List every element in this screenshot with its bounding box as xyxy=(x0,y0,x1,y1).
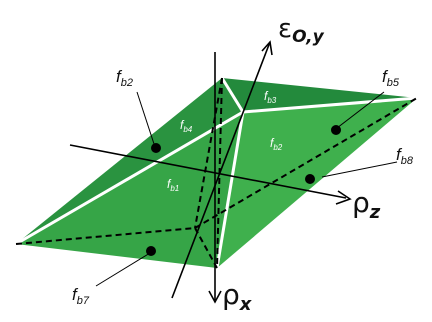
axes xyxy=(69,41,347,300)
epsilon-axis-label: εO,y xyxy=(278,14,325,47)
fb2-callout-label: fb2 xyxy=(116,67,133,89)
fb7-callout-label: fb7 xyxy=(72,285,90,307)
fb4-face-label: fb4 xyxy=(180,118,193,134)
epsilon-arrowhead xyxy=(261,40,273,56)
fb2-face-label: fb2 xyxy=(270,136,283,152)
fb5-callout-dot xyxy=(331,125,341,135)
rho-z-axis-line xyxy=(69,144,347,199)
fb2-callout-dot xyxy=(151,143,161,153)
rho-x-axis-label: ρx xyxy=(222,278,253,315)
rho-z-axis-label: ρz xyxy=(352,186,381,223)
callouts xyxy=(95,91,398,287)
fb3-face-label: fb3 xyxy=(264,89,277,105)
fb7-callout-dot xyxy=(146,246,156,256)
fb5-callout-label: fb5 xyxy=(382,67,400,89)
fb8-callout-dot xyxy=(305,174,315,184)
fb1-face-label: fb1 xyxy=(167,177,179,193)
rho-z-arrowhead xyxy=(335,190,352,205)
face-front-left xyxy=(16,112,243,268)
arrowheads xyxy=(208,40,352,304)
fb8-callout-label: fb8 xyxy=(396,145,414,167)
face-front-right xyxy=(217,98,417,268)
face-back-top xyxy=(222,78,417,112)
face-back-left xyxy=(16,78,243,244)
epsilon-axis-line xyxy=(171,41,271,299)
rho-x-arrowhead xyxy=(208,290,222,304)
